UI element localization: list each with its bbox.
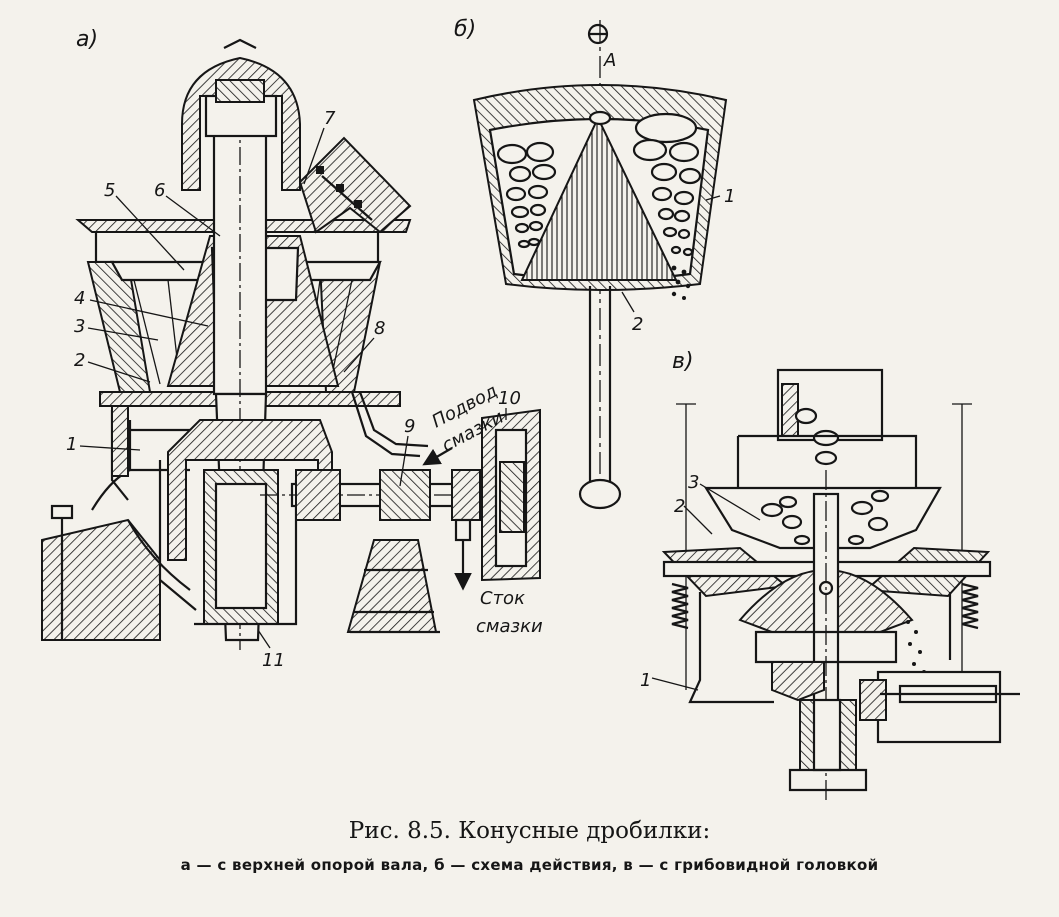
panel-a-label: а) [76, 27, 98, 52]
lube-drain-label: смазки [476, 616, 543, 637]
axis-label-a: А [603, 50, 616, 71]
figure-drawing: а) б) в) А 1 2 3 4 5 6 7 8 9 10 11 1 2 1… [41, 17, 1020, 800]
part-number: 1 [66, 434, 77, 455]
part-number: 1 [724, 186, 735, 207]
part-number: 5 [104, 180, 115, 201]
panel-b-label: б) [454, 17, 476, 42]
crushing-cone-scheme [520, 115, 678, 281]
part-number: 2 [674, 496, 685, 517]
left-foundation [41, 518, 161, 641]
panel-a-crusher-top-bearing [41, 38, 541, 650]
part-number: 7 [324, 108, 336, 129]
part-number: 3 [688, 472, 699, 493]
part-number: 2 [632, 314, 643, 335]
figure-caption-title: Рис. 8.5. Конусные дробилки: [348, 818, 711, 844]
part-number: 6 [154, 180, 165, 201]
panel-b-operation-scheme [472, 20, 728, 510]
part-number: 8 [374, 318, 385, 339]
lube-drain-label: Сток [480, 588, 525, 609]
part-number: 9 [404, 416, 415, 437]
countershaft-stand [346, 539, 438, 633]
part-number: 1 [640, 670, 651, 691]
part-number: 3 [74, 316, 85, 337]
part-number: 10 [498, 388, 521, 409]
panel-v-label: в) [672, 349, 694, 374]
part-number: 11 [262, 650, 285, 671]
part-number: 2 [74, 350, 85, 371]
part-number: 4 [74, 288, 85, 309]
figure-caption-subtitle: а — с верхней опорой вала, б — схема дей… [180, 856, 879, 874]
panel-v-mushroom-head [651, 368, 1020, 800]
